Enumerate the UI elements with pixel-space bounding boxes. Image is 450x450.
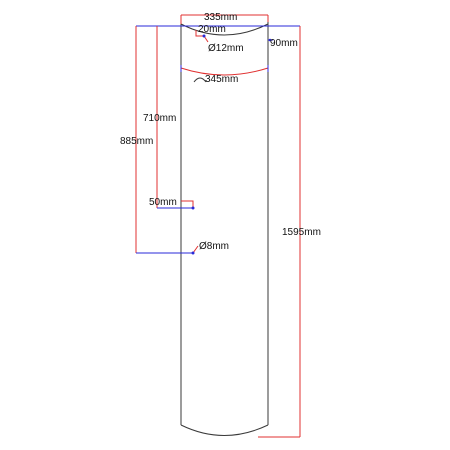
panel-outline: [180, 20, 269, 436]
label-height-710: 710mm: [143, 113, 176, 124]
label-top-hole: Ø12mm: [208, 43, 244, 54]
inner-width-band: [180, 65, 269, 83]
panel-bottom-curve: [180, 424, 269, 436]
label-inner-width: 345mm: [205, 74, 238, 85]
label-total-height: 1595mm: [282, 227, 321, 238]
height-710-dimension: [156, 26, 193, 209]
label-height-885: 885mm: [120, 136, 153, 147]
total-height-dimension: [258, 26, 301, 438]
mid-hole-marker: [191, 206, 195, 210]
right-hole-marker: [268, 38, 272, 42]
hand-hole-arc: [193, 77, 207, 83]
label-offset-50: 50mm: [149, 197, 177, 208]
top-hole-detail: [195, 30, 273, 43]
panel-top-curve: [180, 23, 269, 36]
edge-offset-bracket: [195, 30, 204, 37]
top-hole-marker: [202, 34, 206, 38]
offset-50-dimension: [181, 200, 195, 210]
top-width-dimension: [180, 14, 269, 24]
label-top-width: 335mm: [204, 12, 237, 23]
offset-50-bracket: [181, 200, 194, 208]
lower-hole-marker: [191, 251, 195, 255]
lower-hole-detail: [191, 245, 199, 255]
inner-width-curve: [180, 67, 269, 76]
label-edge-offset: 20mm: [198, 24, 226, 35]
label-top-hole-depth: 90mm: [270, 38, 298, 49]
height-885-dimension: [135, 26, 193, 254]
label-lower-hole: Ø8mm: [199, 241, 229, 252]
